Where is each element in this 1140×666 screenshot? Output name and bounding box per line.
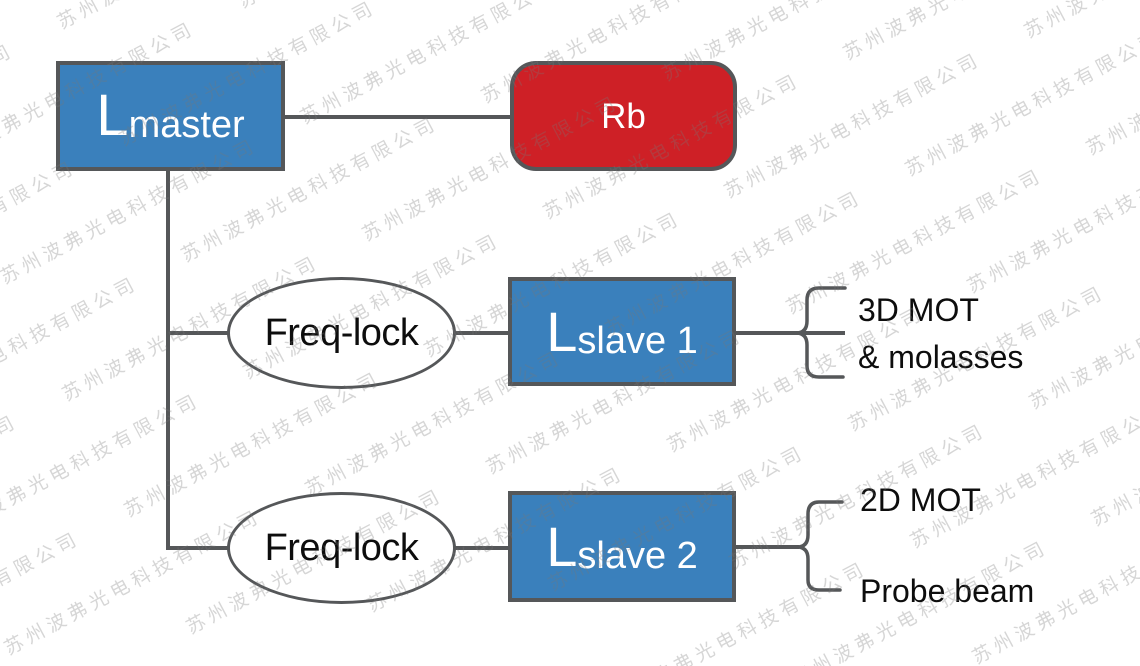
laser-slave-2-subscript: slave 2: [577, 534, 698, 577]
freq-lock-2-label: Freq-lock: [264, 527, 419, 569]
wire-trunk-and-elbow: [166, 170, 228, 550]
output-brace-slave1: [795, 286, 847, 379]
output-label-line2: & molasses: [858, 339, 1024, 375]
output-label-probe-beam: Probe beam: [860, 573, 1035, 609]
output-label-3d-mot-molasses: 3D MOT & molasses: [858, 287, 1023, 381]
rb-cell-label: Rb: [601, 96, 646, 136]
laser-master-subscript: master: [128, 104, 245, 146]
laser-slave-1-subscript: slave 1: [577, 319, 698, 362]
freq-lock-1-label: Freq-lock: [264, 312, 419, 354]
output-brace-slave2: [796, 500, 844, 592]
output-label-2d-mot: 2D MOT: [860, 482, 981, 518]
laser-slave-1-symbol: L: [546, 299, 578, 363]
laser-slave-2-symbol: L: [546, 514, 578, 578]
node-freq-lock-2: Freq-lock: [227, 492, 456, 604]
node-rb-cell: Rb: [510, 61, 737, 171]
laser-master-symbol: L: [96, 83, 129, 148]
output-label-line1: 3D MOT: [858, 292, 979, 328]
node-freq-lock-1: Freq-lock: [227, 277, 456, 389]
